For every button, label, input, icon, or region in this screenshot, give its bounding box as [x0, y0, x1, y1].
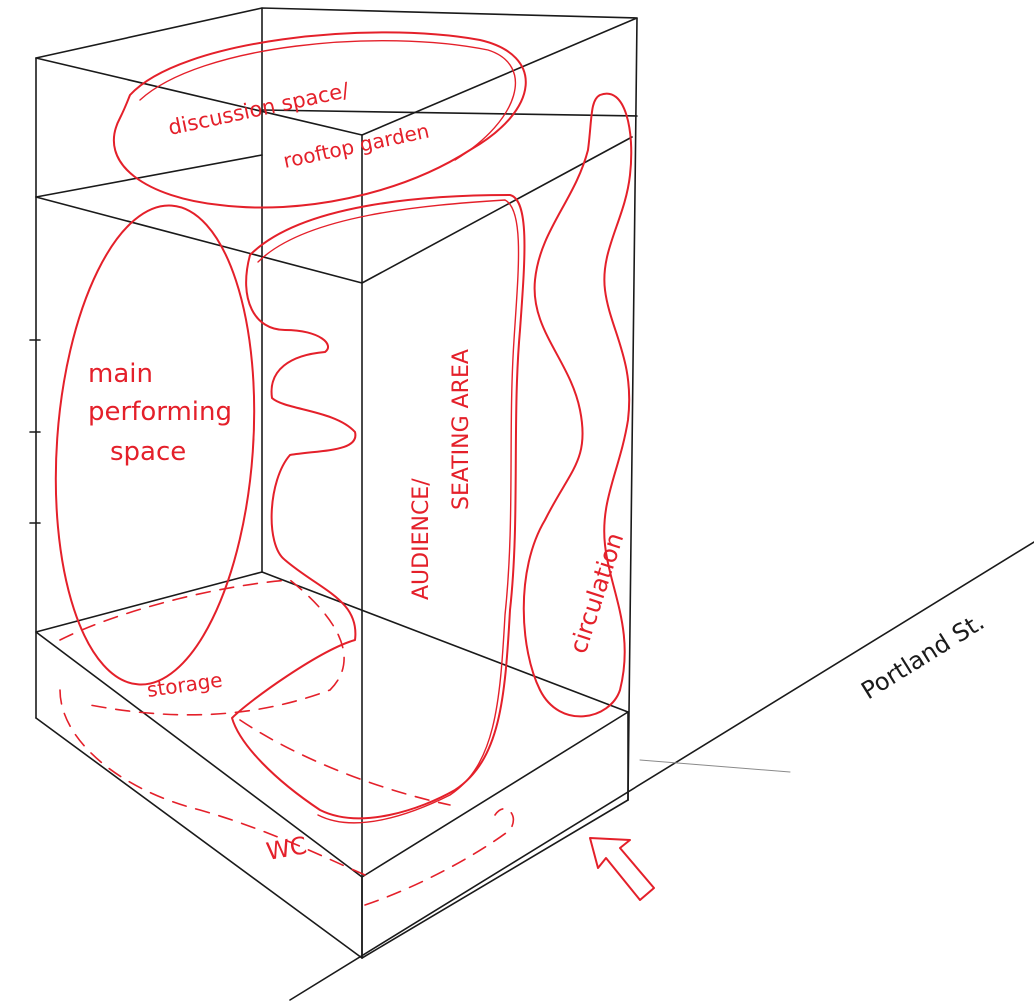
building-volume: [29, 7, 1034, 1001]
circulation-zone-outline: [522, 92, 633, 718]
rooftop-zone-outline: [112, 31, 527, 209]
entrance-arrow-icon: [589, 837, 655, 901]
performing-label-line3: space: [110, 437, 186, 467]
rooftop-label-line2: rooftop garden: [281, 119, 431, 173]
edge-right: [627, 17, 638, 801]
storage-zone-dashed: [59, 579, 345, 716]
street-line: [289, 541, 1034, 1001]
audience-label-line2: SEATING AREA: [449, 349, 474, 510]
roof-outline: [35, 7, 638, 136]
performing-label-line2: performing: [88, 397, 232, 427]
ground-slab: [35, 571, 629, 878]
storage-label: storage: [145, 668, 224, 702]
audience-label-line1: AUDIENCE/: [409, 478, 434, 600]
circulation-label: circulation: [564, 529, 629, 657]
wc-label: WC: [264, 831, 309, 866]
street-label: Portland St.: [856, 608, 989, 706]
performing-zone-outline: [54, 204, 256, 686]
wc-zone-dashed: [59, 689, 366, 876]
rooftop-label-line1: discussion space/: [166, 78, 352, 140]
performing-label-line1: main: [88, 359, 153, 389]
audience-zone-outline: [231, 194, 526, 820]
